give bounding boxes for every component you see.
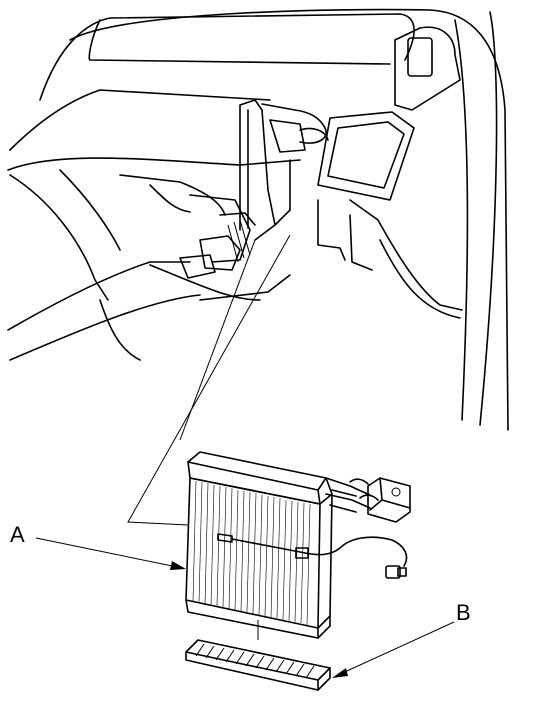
evaporator-fins [192,480,311,626]
dashboard-illustration [7,8,509,431]
evaporator-core [185,451,411,639]
drain-tray-ribs [195,643,315,679]
drain-tray [185,639,331,691]
callout-label-b: B [456,600,471,625]
removal-path-line [127,234,291,526]
callout-b-leader [332,621,455,678]
callout-a-leader [35,537,186,570]
callout-label-a: A [10,522,25,547]
